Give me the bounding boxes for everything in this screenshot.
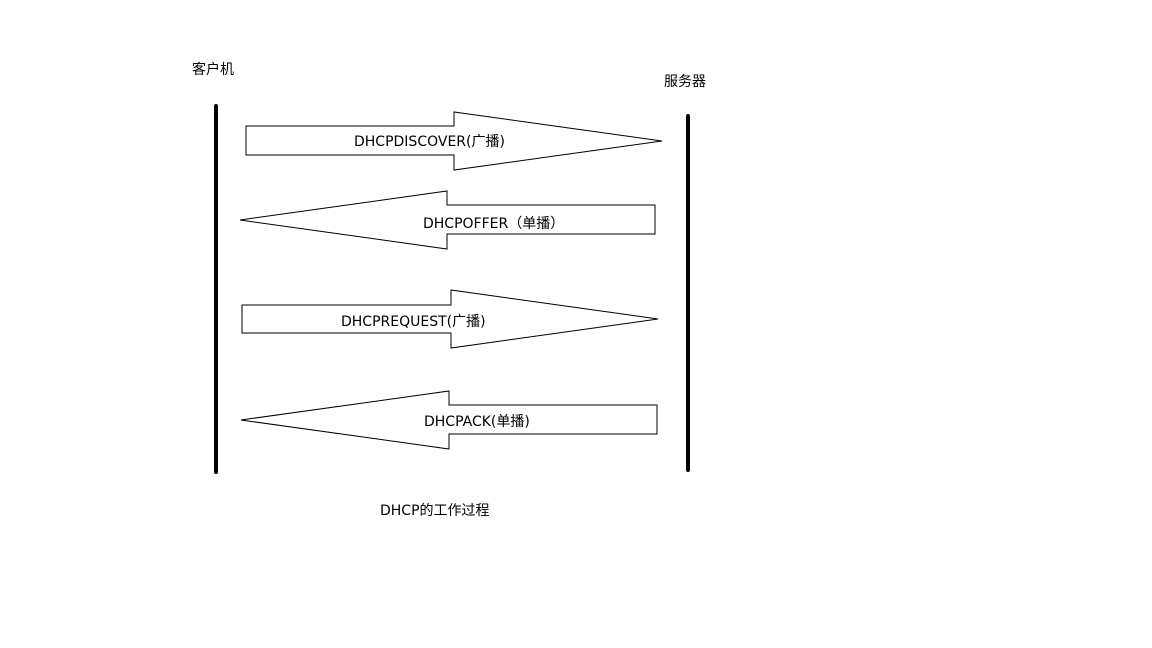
- diagram-caption: DHCP的工作过程: [380, 503, 490, 519]
- arrow-shape-offer: [239, 190, 656, 250]
- message-label-ack: DHCPACK(单播): [424, 414, 530, 430]
- message-arrow-offer: DHCPOFFER（单播）: [239, 190, 656, 250]
- arrow-shape-request: [241, 289, 659, 349]
- message-label-request: DHCPREQUEST(广播): [341, 314, 486, 330]
- message-arrow-discover: DHCPDISCOVER(广播): [245, 111, 663, 171]
- client-label: 客户机: [192, 62, 234, 78]
- server-label: 服务器: [664, 74, 706, 90]
- arrow-shape-ack: [240, 390, 658, 450]
- arrow-shape-discover: [245, 111, 663, 171]
- message-arrow-request: DHCPREQUEST(广播): [241, 289, 659, 349]
- message-arrow-ack: DHCPACK(单播): [240, 390, 658, 450]
- message-label-offer: DHCPOFFER（单播）: [423, 216, 564, 232]
- message-label-discover: DHCPDISCOVER(广播): [354, 134, 505, 150]
